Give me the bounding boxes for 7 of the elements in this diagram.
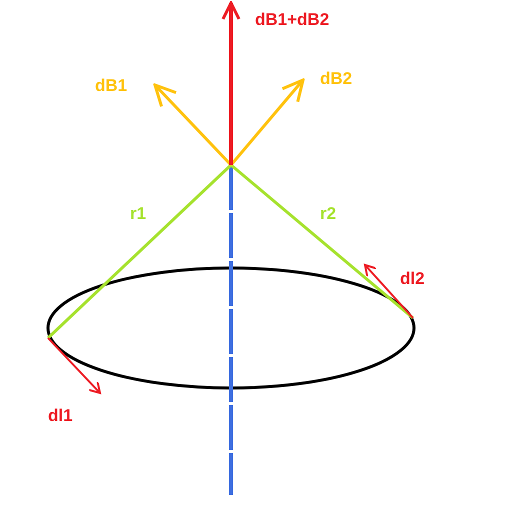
vector-label: dB1+dB2 xyxy=(255,11,330,28)
distance-label: r1 xyxy=(130,205,146,222)
vector-label: dB1 xyxy=(95,77,128,94)
vector-label: dl2 xyxy=(400,270,425,287)
vector-label: dl1 xyxy=(48,407,73,424)
vector-label: dB2 xyxy=(320,70,352,87)
distance-label: r2 xyxy=(320,205,336,222)
